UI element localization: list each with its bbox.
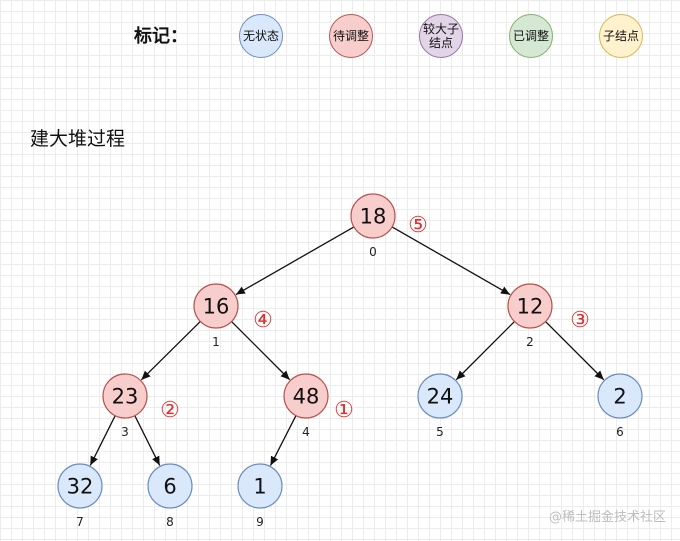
tree-edge-0-2 xyxy=(391,226,511,296)
tree-node-index-8: 8 xyxy=(166,515,174,529)
legend-larger-child: 较大子 结点 xyxy=(419,14,463,58)
tree-node-index-4: 4 xyxy=(302,425,310,439)
tree-node-value-0: 18 xyxy=(360,205,387,229)
legend-no-state: 无状态 xyxy=(239,14,283,58)
tree-node-3 xyxy=(102,373,148,419)
step-marker-3: ② xyxy=(160,398,180,423)
tree-edge-1-4 xyxy=(231,321,291,381)
tree-node-index-6: 6 xyxy=(616,425,624,439)
tree-node-value-7: 32 xyxy=(67,475,94,499)
tree-node-2 xyxy=(507,283,553,329)
tree-node-value-5: 24 xyxy=(427,385,454,409)
step-marker-2: ③ xyxy=(570,308,590,333)
step-marker-4: ① xyxy=(334,398,354,423)
tree-node-value-8: 6 xyxy=(163,475,176,499)
tree-edge-0-1 xyxy=(235,226,355,296)
tree-edge-2-5 xyxy=(455,321,515,381)
tree-node-index-2: 2 xyxy=(526,335,534,349)
tree-node-1 xyxy=(193,283,239,329)
watermark: @稀土掘金技术社区 xyxy=(548,510,666,525)
tree-node-7 xyxy=(57,463,103,509)
tree-node-value-9: 1 xyxy=(253,475,266,499)
tree-node-value-4: 48 xyxy=(293,385,320,409)
tree-node-index-1: 1 xyxy=(212,335,220,349)
legend-adjusted: 已调整 xyxy=(509,14,553,58)
tree-node-6 xyxy=(597,373,643,419)
tree-node-5 xyxy=(417,373,463,419)
tree-node-value-1: 16 xyxy=(203,295,230,319)
tree-node-index-7: 7 xyxy=(76,515,84,529)
tree-edge-1-3 xyxy=(140,321,201,381)
page-title: 建大堆过程 xyxy=(30,128,126,150)
tree-node-value-3: 23 xyxy=(112,385,139,409)
step-marker-0: ⑤ xyxy=(408,213,428,238)
tree-edge-3-8 xyxy=(134,415,161,466)
tree-node-8 xyxy=(147,463,193,509)
tree-node-index-3: 3 xyxy=(121,425,129,439)
tree-node-9 xyxy=(237,463,283,509)
tree-node-index-5: 5 xyxy=(436,425,444,439)
legend-child-node: 子结点 xyxy=(599,14,643,58)
tree-node-value-2: 12 xyxy=(517,295,544,319)
tree-node-4 xyxy=(283,373,329,419)
tree-node-value-6: 2 xyxy=(613,385,626,409)
tree-node-index-0: 0 xyxy=(369,245,377,259)
legend-title: 标记： xyxy=(134,26,188,47)
legend-pending: 待调整 xyxy=(329,14,373,58)
tree-node-0 xyxy=(350,193,396,239)
tree-node-index-9: 9 xyxy=(256,515,264,529)
tree-edge-2-6 xyxy=(545,321,605,381)
step-marker-1: ④ xyxy=(253,308,273,333)
tree-edge-4-9 xyxy=(269,415,297,466)
tree-edge-3-7 xyxy=(89,415,116,466)
